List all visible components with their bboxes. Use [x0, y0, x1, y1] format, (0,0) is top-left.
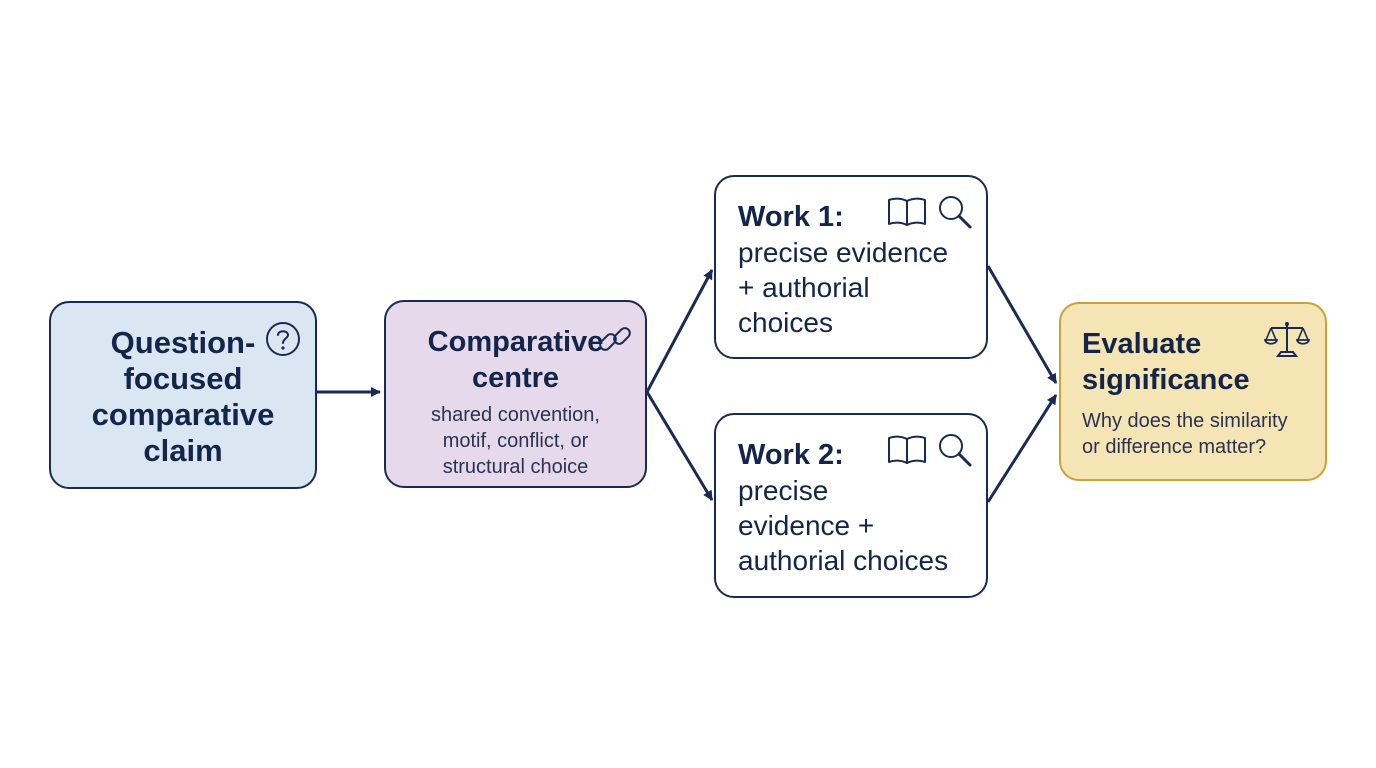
magnifier-icon — [939, 434, 972, 467]
claim-box: Question- focused comparative claim — [49, 301, 317, 489]
question-circle-icon — [266, 322, 300, 356]
scales-icon — [1263, 322, 1311, 357]
open-book-icon — [888, 197, 926, 226]
work-1-body: precise evidence + authorial choices — [738, 237, 949, 338]
work-2-title: Work 2: — [738, 439, 844, 471]
work-2-box: Work 2: precise evidence + authorial cho… — [714, 413, 988, 598]
claim-title: Question- focused comparative claim — [91, 325, 275, 468]
evaluate-title: Evaluate significance — [1082, 328, 1250, 396]
link-icon — [599, 327, 631, 351]
arrow-work1-to-evaluate — [986, 265, 1058, 384]
centre-body: shared convention, motif, conflict, or s… — [430, 404, 600, 478]
arrow-centre-to-work2 — [645, 391, 714, 501]
open-book-icon — [888, 435, 926, 464]
work-1-title: Work 1: — [738, 201, 844, 233]
arrow-work2-to-evaluate — [986, 394, 1058, 503]
evaluate-body: Why does the similarity or difference ma… — [1082, 410, 1288, 458]
centre-title: Comparative centre — [427, 326, 604, 394]
arrow-centre-to-work1 — [645, 269, 714, 393]
work-2-body: precise evidence + authorial choices — [738, 475, 949, 576]
magnifier-icon — [939, 196, 972, 229]
evaluate-box: Evaluate significance Why does the simil… — [1059, 302, 1327, 481]
comparative-centre-box: Comparative centre shared convention, mo… — [384, 300, 647, 488]
work-1-box: Work 1: precise evidence + authorial cho… — [714, 175, 988, 359]
